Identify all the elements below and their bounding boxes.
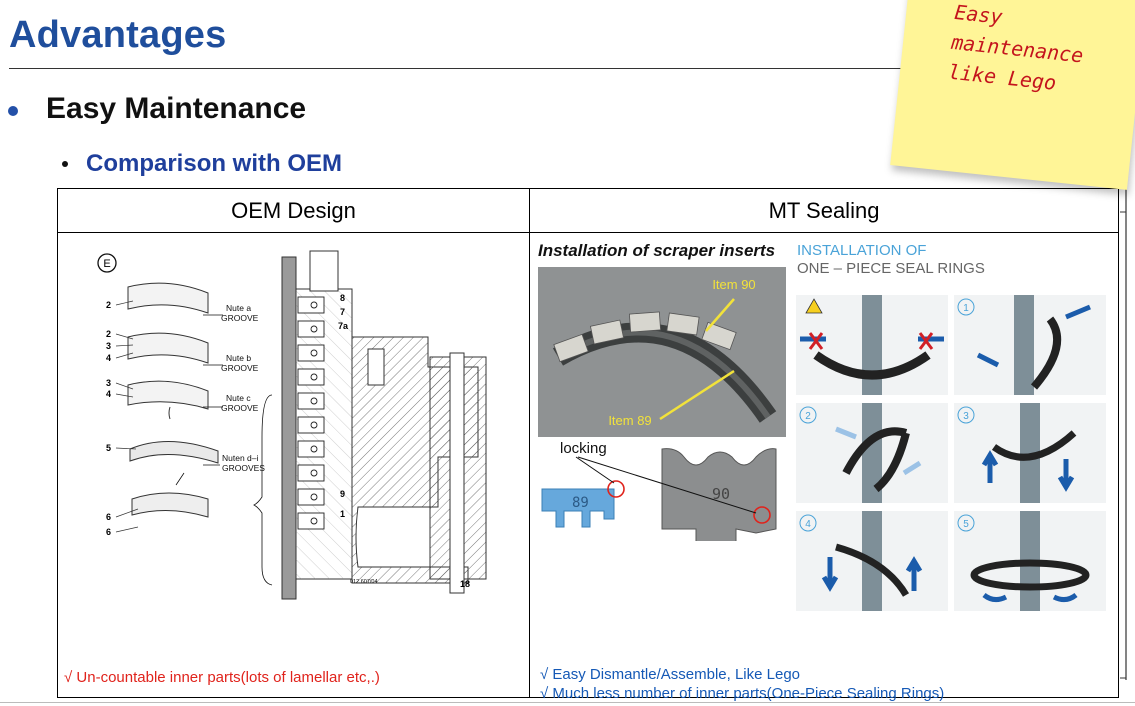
scraper-inserts-title: Installation of scraper inserts: [538, 241, 776, 260]
svg-text:9: 9: [340, 489, 345, 499]
svg-text:6: 6: [106, 512, 111, 522]
svg-text:7a: 7a: [338, 321, 349, 331]
svg-text:1: 1: [340, 509, 345, 519]
oem-technical-drawing: E Nute a GROOVE Nute b GROOVE Nute c: [97, 250, 487, 600]
cell-mt-sealing: Installation of scraper inserts INSTALLA…: [529, 232, 1119, 702]
sticky-note: Easy maintenance like Lego: [890, 0, 1135, 190]
svg-text:Nuten d–i: Nuten d–i: [222, 453, 258, 463]
oem-caption: √ Un-countable inner parts(lots of lamel…: [64, 669, 380, 686]
install-step-3: 3: [954, 403, 1106, 503]
step-number: 3: [963, 411, 969, 422]
bullet-text: Easy Maintenance: [46, 92, 307, 125]
slide-title: Advantages: [9, 14, 227, 56]
locking-parts-diagram: locking 89 90: [541, 440, 777, 541]
groove-arrows: [175, 314, 273, 586]
item-90-arrow: [705, 298, 735, 332]
right-part-numbers: 8 7 7a 9 1 18: [338, 293, 470, 589]
groove-rings: [127, 282, 219, 518]
bullet-dot-icon: [8, 106, 18, 116]
table-body-row: E Nute a GROOVE Nute b GROOVE Nute c: [57, 232, 1119, 702]
item-90-label: Item 90: [712, 277, 755, 292]
svg-text:GROOVE: GROOVE: [221, 403, 259, 413]
sticky-note-text: Easy maintenance like Lego: [947, 0, 1135, 105]
left-leader-lines: [115, 300, 139, 533]
svg-text:Nute b: Nute b: [226, 353, 251, 363]
locking-circle-89: [607, 480, 625, 498]
item-89-arrow: [659, 369, 735, 421]
svg-text:Nute a: Nute a: [226, 303, 251, 313]
svg-text:GROOVE: GROOVE: [221, 313, 259, 323]
item-89-label: Item 89: [608, 413, 651, 428]
install-title-line-2: ONE – PIECE SEAL RINGS: [797, 260, 985, 277]
step-number: 2: [805, 411, 811, 422]
drawing-marker-label: E: [103, 258, 110, 270]
table-header-row: OEM Design MT Sealing: [57, 188, 1119, 233]
header-mt-sealing: MT Sealing: [529, 188, 1119, 233]
part-89-shape: [541, 488, 615, 528]
comparison-table: OEM Design MT Sealing E: [57, 188, 1119, 702]
footer-divider: [0, 702, 1135, 703]
svg-text:4: 4: [106, 353, 111, 363]
svg-text:3: 3: [106, 378, 111, 388]
seal-housing-section: [281, 250, 487, 600]
part-90-label: 90: [712, 485, 730, 503]
install-step-4: 4: [796, 511, 948, 611]
step-number: 1: [963, 303, 969, 314]
svg-text:18: 18: [460, 579, 470, 589]
insert-blocks: [553, 311, 737, 363]
locking-circle-90: [753, 506, 771, 524]
drawing-marker: E: [97, 253, 117, 273]
svg-text:Nute c: Nute c: [226, 393, 251, 403]
install-step-5: 5: [954, 511, 1106, 611]
part-89-label: 89: [572, 495, 589, 511]
bullet-comparison: Comparison with OEM: [62, 150, 342, 178]
svg-text:2: 2: [106, 300, 111, 310]
svg-text:7: 7: [340, 307, 345, 317]
bullet-easy-maintenance: Easy Maintenance: [8, 92, 306, 126]
step-number: 4: [805, 519, 811, 530]
mt-captions: √ Easy Dismantle/Assemble, Like Lego √ M…: [540, 665, 944, 703]
svg-text:2: 2: [106, 329, 111, 339]
locking-pointer-1: [575, 456, 615, 484]
svg-text:GROOVES: GROOVES: [222, 463, 265, 473]
left-part-numbers: 2 2 3 4 3 4 5 6 6: [106, 300, 111, 537]
svg-text:4: 4: [106, 389, 111, 399]
bullet-dot-icon: [62, 161, 68, 167]
install-title-line-1: INSTALLATION OF: [797, 242, 927, 259]
scraper-inserts-photo: Item 90 Item 89: [538, 267, 786, 437]
drawing-code: 012.607/04: [350, 579, 378, 585]
svg-text:8: 8: [340, 293, 345, 303]
install-step-warning: [796, 295, 948, 395]
part-90-shape: [661, 448, 777, 541]
locking-pointer-2: [577, 456, 757, 514]
groove-labels: Nute a GROOVE Nute b GROOVE Nute c GROOV…: [221, 303, 265, 473]
install-step-2: 2: [796, 403, 948, 503]
step-number: 5: [963, 519, 969, 530]
svg-text:3: 3: [106, 341, 111, 351]
right-edge-marks: [1120, 170, 1127, 680]
svg-text:5: 5: [106, 443, 111, 453]
install-step-1: 1: [954, 295, 1106, 395]
packing-rings: [297, 296, 325, 530]
locking-label: locking: [560, 440, 607, 457]
header-oem-design: OEM Design: [57, 188, 530, 233]
svg-text:GROOVE: GROOVE: [221, 363, 259, 373]
install-title: INSTALLATION OF ONE – PIECE SEAL RINGS: [797, 242, 985, 278]
mt-caption-1: √ Easy Dismantle/Assemble, Like Lego: [540, 666, 801, 683]
title-divider: [9, 68, 929, 69]
mt-caption-2: √ Much less number of inner parts(One-Pi…: [540, 685, 945, 702]
bullet-text: Comparison with OEM: [86, 150, 343, 177]
cell-oem: E Nute a GROOVE Nute b GROOVE Nute c: [57, 232, 530, 698]
svg-text:6: 6: [106, 527, 111, 537]
warning-icon: [805, 298, 823, 314]
